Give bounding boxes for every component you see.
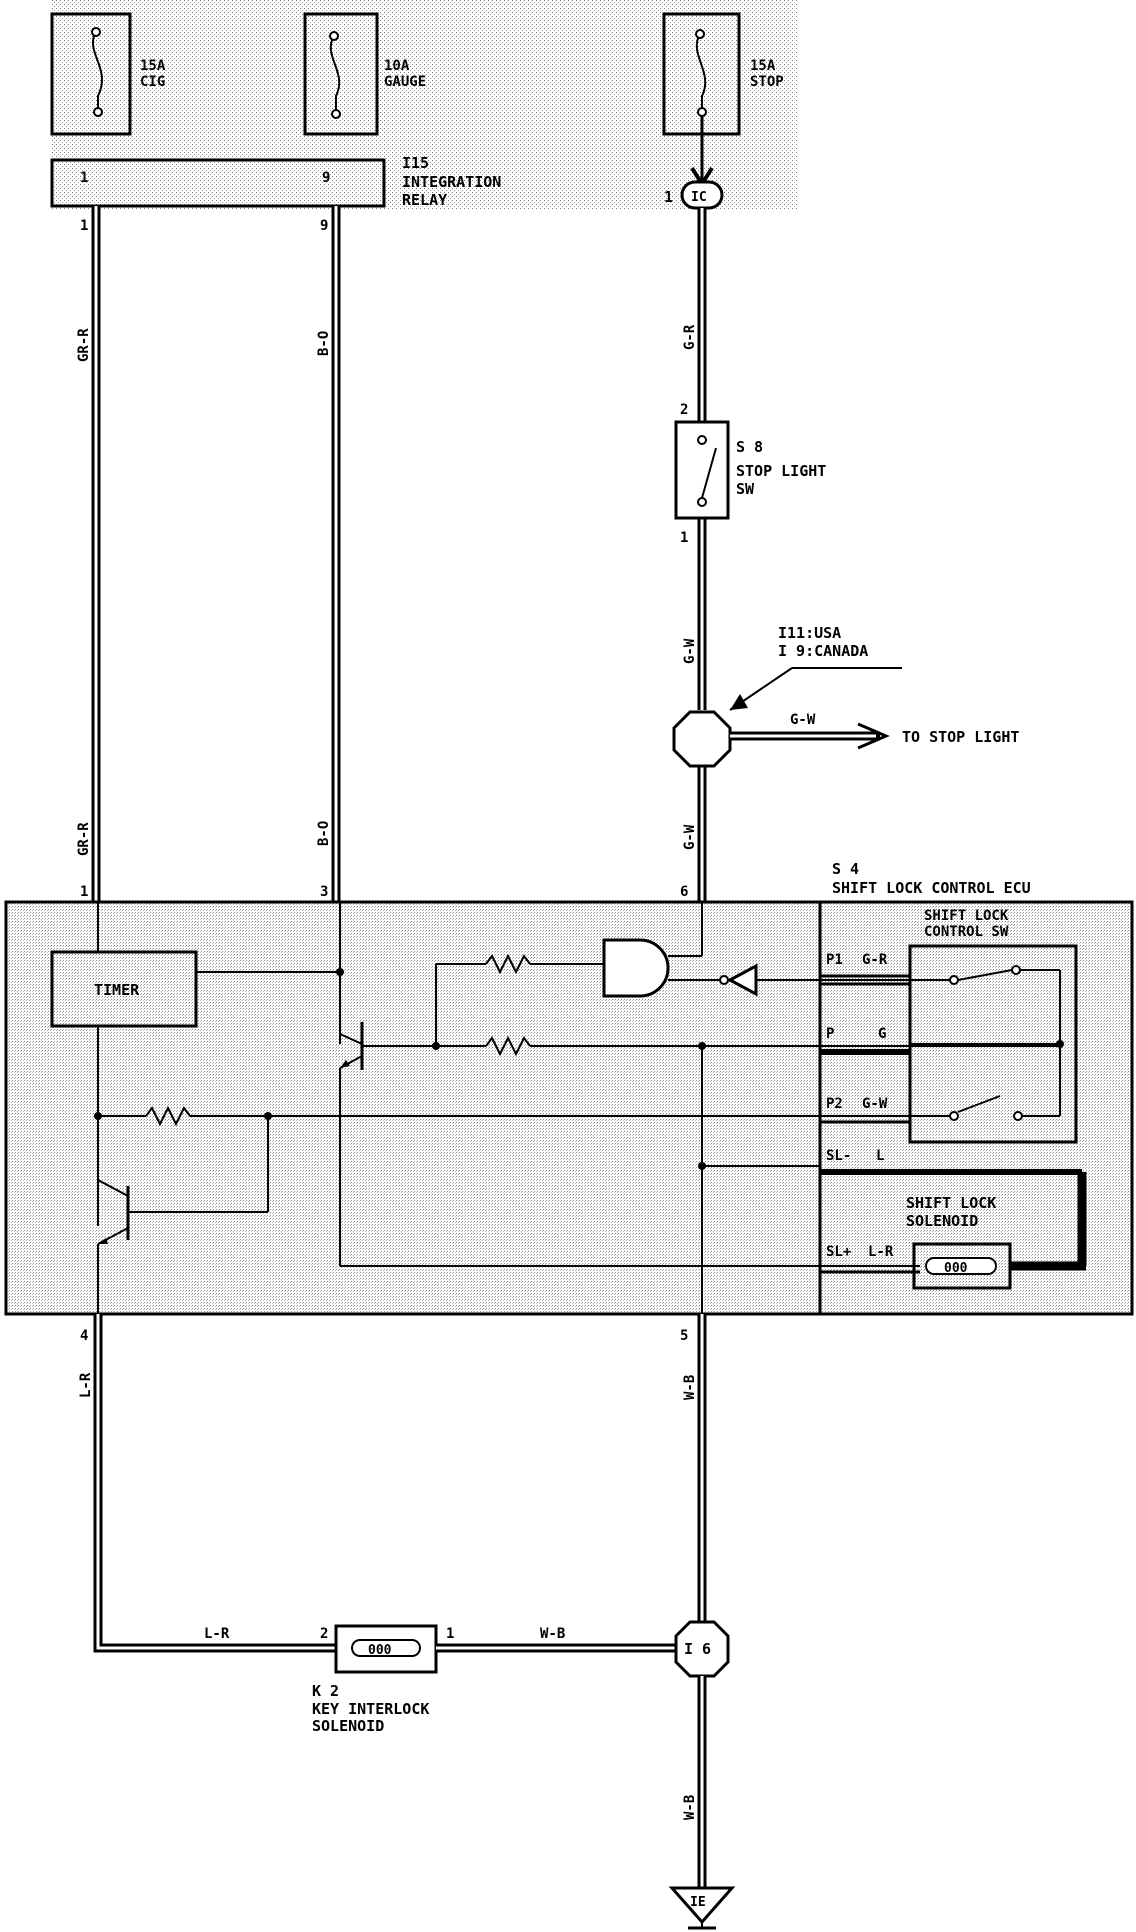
ecu-pin-1: 1 [80,884,88,900]
to-stop-light-label: TO STOP LIGHT [902,728,1019,746]
ground-code: IE [690,1895,706,1910]
junction-code-canada: I 9:CANADA [778,642,868,660]
timer-label: TIMER [94,981,140,999]
key-sol-code: K 2 [312,1682,339,1700]
wire-label-w-b-lower: W-B [682,1795,698,1820]
relay-name-line1: INTEGRATION [402,173,501,191]
wire-l-r [93,1314,336,1653]
junction-code-usa: I11:USA [778,624,841,642]
term-sl-minus: SL- [826,1148,851,1164]
ground-symbol: IE [668,1886,736,1930]
stop-sw-code: S 8 [736,438,763,456]
wire-label-gr-r-lower: GR-R [76,822,92,856]
fuse-stop-rating: 15A [750,58,776,74]
stop-sw-name-line1: STOP LIGHT [736,462,826,480]
relay-pin-1: 1 [80,170,88,186]
ecu-code: S 4 [832,860,859,878]
wire-label-w-b-upper: W-B [682,1375,698,1400]
ground-junction: I 6 [674,1620,730,1678]
stop-light-switch: 2 1 S 8 STOP LIGHT SW [674,402,826,546]
stop-connector: 1 IC [664,116,724,210]
ecu-pin-3: 3 [320,884,328,900]
stop-junction: G-W TO STOP LIGHT I11:USA I 9:CANADA [672,624,1019,768]
stop-connector-code: IC [691,190,707,205]
wire-label-g-r: G-R [682,324,698,350]
key-sol-coil: 000 [368,1643,392,1658]
pin-label-9-top: 9 [320,218,328,234]
term-p-wire: G [878,1026,886,1042]
ecu-pin-4: 4 [80,1328,88,1344]
term-sl-plus-wire: L-R [868,1244,894,1260]
fuse-gauge-rating: 10A [384,58,410,74]
fuse-cig-rating: 15A [140,58,166,74]
key-sol-name-line1: KEY INTERLOCK [312,1700,429,1718]
term-sl-minus-wire: L [876,1148,884,1164]
ground-junction-code: I 6 [684,1640,711,1658]
wire-label-b-o-upper: B-O [316,331,332,356]
junction-wire-label: G-W [790,712,816,728]
relay-code: I15 [402,154,429,172]
shift-sol-label-line1: SHIFT LOCK [906,1194,996,1212]
ecu-pin-6: 6 [680,884,688,900]
stop-sw-pin-2: 2 [680,402,688,418]
pin-label-1-top: 1 [80,218,88,234]
term-sl-plus: SL+ [826,1244,851,1260]
fuse-block-region [52,0,798,210]
term-p2: P2 [826,1096,843,1112]
integration-relay: 1 9 I15 INTEGRATION RELAY [50,154,501,209]
fuse-cig-name: CIG [140,74,165,90]
key-sol-pin-1: 1 [446,1626,454,1642]
wire-label-w-b-horizontal: W-B [540,1626,565,1642]
ecu-name: SHIFT LOCK CONTROL ECU [832,879,1031,897]
key-sol-pin-2: 2 [320,1626,328,1642]
wire-label-l-r-horizontal: L-R [204,1626,230,1642]
wire-label-l-r-vertical: L-R [78,1372,94,1398]
term-p2-wire: G-W [862,1096,888,1112]
shift-sw-label-line1: SHIFT LOCK [924,908,1009,924]
stop-sw-name-line2: SW [736,480,755,498]
term-p: P [826,1026,834,1042]
wire-label-g-w-upper: G-W [682,638,698,664]
wire-label-g-w-lower: G-W [682,824,698,850]
shift-sol-label-line2: SOLENOID [906,1212,978,1230]
ecu-pin-5: 5 [680,1328,688,1344]
stop-connector-pin: 1 [664,188,673,206]
fuse-gauge: 10A GAUGE [303,12,426,136]
fuse-cig: 15A CIG [50,12,166,136]
wire-label-gr-r-upper: GR-R [76,328,92,362]
stop-sw-pin-1: 1 [680,530,688,546]
relay-name-line2: RELAY [402,191,447,209]
shift-sw-label-line2: CONTROL SW [924,924,1009,940]
term-p1: P1 [826,952,843,968]
fuse-gauge-name: GAUGE [384,74,426,90]
key-sol-name-line2: SOLENOID [312,1717,384,1735]
term-p1-wire: G-R [862,952,888,968]
wire-label-b-o-lower: B-O [316,821,332,846]
shift-sol-coil: 000 [944,1261,968,1276]
fuse-stop-name: STOP [750,74,784,90]
relay-pin-9: 9 [322,170,330,186]
shift-lock-ecu: S 4 SHIFT LOCK CONTROL ECU 1 3 6 4 5 TIM… [4,860,1134,1344]
key-interlock-solenoid: 000 2 1 K 2 KEY INTERLOCK SOLENOID [312,1624,454,1735]
